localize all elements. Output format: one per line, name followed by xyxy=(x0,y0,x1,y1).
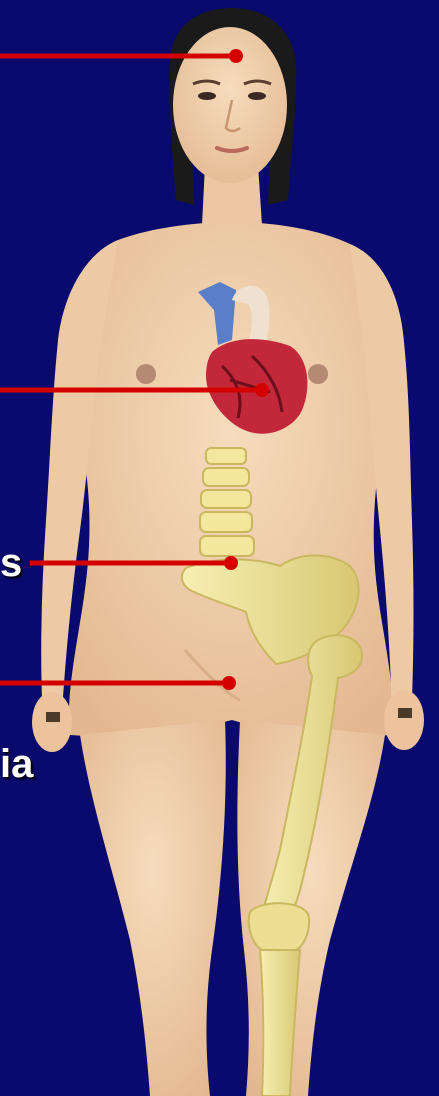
vertebra-1 xyxy=(206,448,246,464)
left-nipple xyxy=(136,364,156,384)
pointer-dot-vertebra xyxy=(224,556,238,570)
pointer-dot-heart xyxy=(255,383,269,397)
right-nipple xyxy=(308,364,328,384)
vertebra-4 xyxy=(200,512,252,532)
label-leg: ia xyxy=(0,744,33,784)
vertebra-3 xyxy=(201,490,251,508)
label-vertebra: s xyxy=(0,543,22,583)
vertebra-5 xyxy=(200,536,254,556)
right-ring xyxy=(398,708,412,718)
left-eye xyxy=(198,92,216,100)
left-ring xyxy=(46,712,60,722)
knee-joint xyxy=(249,903,309,950)
vertebra-2 xyxy=(203,468,249,486)
right-eye xyxy=(248,92,266,100)
right-hand xyxy=(384,690,424,750)
pointer-dot-pelvis xyxy=(222,676,236,690)
pointer-dot-brain xyxy=(229,49,243,63)
